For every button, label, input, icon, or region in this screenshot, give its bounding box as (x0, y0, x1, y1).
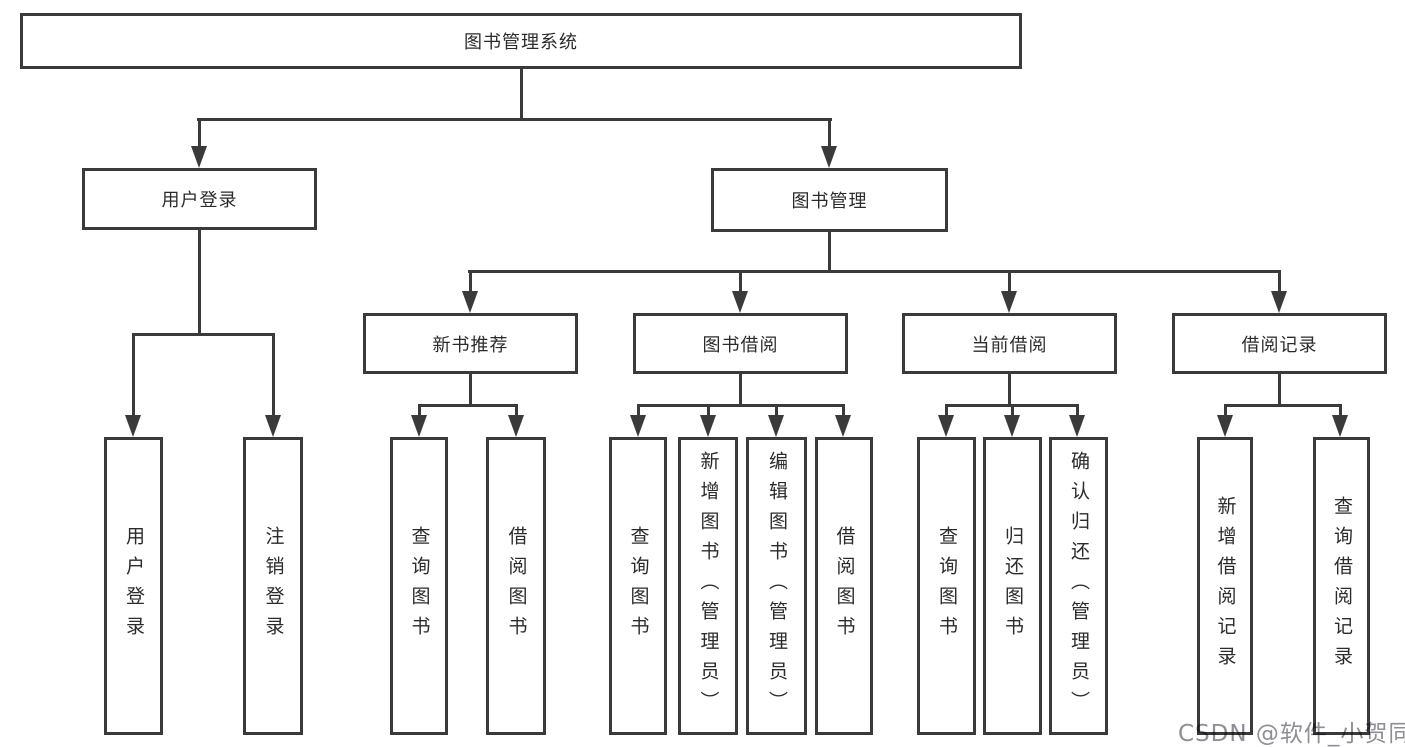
leaf-logout-login-label: 注销登录 (262, 526, 285, 646)
connector-drop-br-add (1224, 404, 1227, 417)
arrowhead-logout (265, 415, 281, 437)
connector-new-book-rec-bar (418, 404, 518, 407)
arrowhead-bb-query (630, 415, 646, 437)
arrowhead-cb-confirm (1069, 415, 1085, 437)
node-book-management: 图书管理 (711, 168, 948, 232)
connector-drop-nb-query (418, 404, 421, 417)
leaf-cb-query-books-label: 查询图书 (936, 526, 958, 646)
arrowhead-current-borrow (1001, 291, 1017, 313)
connector-current-borrow-stem (1008, 374, 1011, 407)
arrowhead-cb-query (938, 415, 954, 437)
csdn-watermark: CSDN @软件_小贺同学 (1178, 721, 1405, 747)
connector-drop-current-borrow (1008, 270, 1011, 293)
connector-drop-user-login (198, 118, 201, 148)
connector-drop-br-query (1339, 404, 1342, 417)
connector-book-mgmt-stem (828, 232, 831, 273)
connector-level1-bar (197, 118, 832, 121)
node-leaf-br-add-record: 新增借阅记录 (1197, 437, 1253, 735)
arrowhead-nb-query (411, 415, 427, 437)
connector-drop-book-mgmt (828, 118, 831, 148)
node-leaf-bb-edit-books-admin: 编辑图书（管理员） (746, 437, 807, 735)
arrowhead-user-login (191, 146, 207, 168)
arrowhead-borrow-records (1271, 291, 1287, 313)
connector-drop-bb-borrow (842, 404, 845, 417)
node-leaf-cb-query-books: 查询图书 (917, 437, 976, 735)
node-leaf-cb-return-books: 归还图书 (983, 437, 1042, 735)
connector-drop-login (132, 333, 135, 417)
arrowhead-cb-return (1004, 415, 1020, 437)
node-leaf-nb-query-books: 查询图书 (390, 437, 448, 735)
arrowhead-book-borrow (732, 291, 748, 313)
connector-level2-bar (468, 270, 1281, 273)
connector-borrow-records-bar (1224, 404, 1342, 407)
connector-drop-book-borrow (739, 270, 742, 293)
leaf-cb-confirm-return-admin-label: 确认归还（管理员） (1068, 451, 1090, 721)
connector-book-borrow-stem (739, 374, 742, 407)
connector-drop-new-book-rec (469, 270, 472, 293)
leaf-bb-add-books-admin-label: 新增图书（管理员） (697, 451, 720, 721)
arrowhead-book-mgmt (821, 146, 837, 168)
connector-user-login-bar (133, 333, 275, 336)
arrowhead-nb-borrow (508, 415, 524, 437)
leaf-br-add-record-label: 新增借阅记录 (1214, 496, 1237, 676)
connector-drop-bb-edit (775, 404, 778, 417)
connector-drop-bb-add (707, 404, 710, 417)
connector-drop-cb-return (1011, 404, 1014, 417)
connector-borrow-records-stem (1278, 374, 1281, 407)
node-leaf-bb-add-books-admin: 新增图书（管理员） (678, 437, 738, 735)
leaf-cb-return-books-label: 归还图书 (1002, 526, 1024, 646)
connector-root-stem (520, 69, 523, 121)
connector-drop-bb-query (637, 404, 640, 417)
connector-drop-cb-confirm (1076, 404, 1079, 417)
node-library-management-system: 图书管理系统 (20, 13, 1022, 69)
leaf-bb-query-books-label: 查询图书 (627, 526, 650, 646)
leaf-nb-borrow-books-label: 借阅图书 (505, 526, 528, 646)
arrowhead-bb-borrow (835, 415, 851, 437)
node-leaf-cb-confirm-return-admin: 确认归还（管理员） (1049, 437, 1108, 735)
connector-drop-borrow-records (1278, 270, 1281, 293)
connector-user-login-stem (198, 230, 201, 336)
arrowhead-login (125, 415, 141, 437)
node-leaf-br-query-record: 查询借阅记录 (1313, 437, 1370, 735)
connector-drop-cb-query (945, 404, 948, 417)
node-new-book-recommendation: 新书推荐 (363, 313, 578, 374)
node-leaf-nb-borrow-books: 借阅图书 (486, 437, 546, 735)
arrowhead-br-query (1332, 415, 1348, 437)
node-current-borrowing: 当前借阅 (902, 313, 1117, 374)
arrowhead-br-add (1217, 415, 1233, 437)
leaf-user-login-label: 用户登录 (123, 526, 145, 646)
node-leaf-user-login: 用户登录 (104, 437, 163, 735)
node-user-login: 用户登录 (82, 168, 317, 230)
connector-drop-logout (272, 333, 275, 417)
leaf-bb-borrow-books-label: 借阅图书 (833, 526, 856, 646)
leaf-nb-query-books-label: 查询图书 (408, 526, 431, 646)
leaf-bb-edit-books-admin-label: 编辑图书（管理员） (766, 451, 788, 721)
node-leaf-bb-borrow-books: 借阅图书 (815, 437, 873, 735)
arrowhead-bb-edit (768, 415, 784, 437)
node-borrowing-records: 借阅记录 (1172, 313, 1387, 374)
arrowhead-bb-add (700, 415, 716, 437)
connector-book-borrow-bar (637, 404, 845, 407)
connector-new-book-rec-stem (469, 374, 472, 407)
arrowhead-new-book-rec (462, 291, 478, 313)
leaf-br-query-record-label: 查询借阅记录 (1331, 496, 1353, 676)
node-leaf-bb-query-books: 查询图书 (609, 437, 667, 735)
node-leaf-logout-login: 注销登录 (243, 437, 303, 735)
node-book-borrowing: 图书借阅 (633, 313, 848, 374)
connector-drop-nb-borrow (515, 404, 518, 417)
